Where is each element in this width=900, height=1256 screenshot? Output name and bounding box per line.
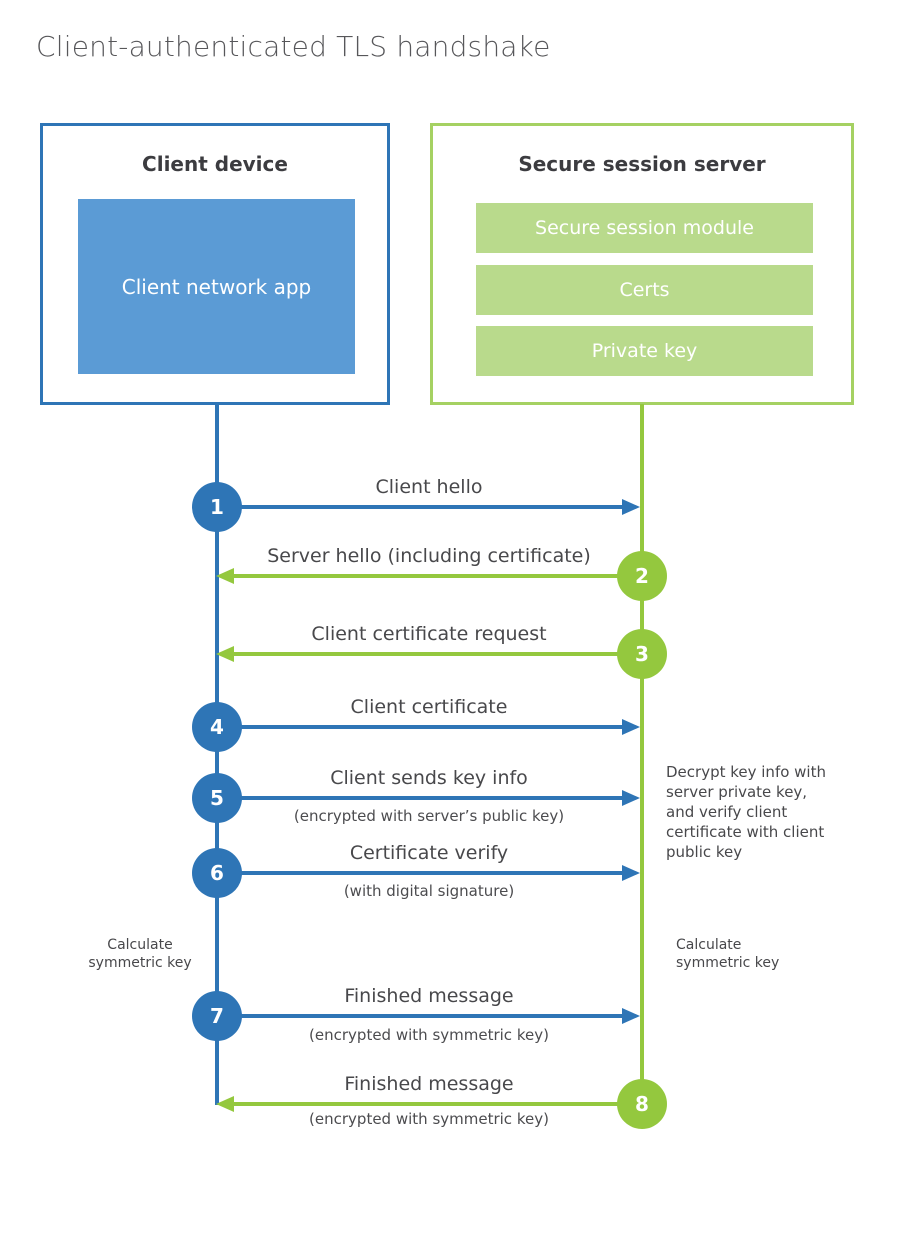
page-title: Client-authenticated TLS handshake bbox=[36, 30, 551, 63]
arrow-shaft bbox=[233, 652, 642, 656]
message-label: Client certificate bbox=[350, 696, 508, 718]
step-number: 6 bbox=[210, 861, 224, 885]
step-circle-4: 4 bbox=[192, 702, 242, 752]
arrow-left-icon bbox=[216, 1096, 234, 1112]
server-module-certs: Certs bbox=[476, 265, 813, 315]
note-calculate-symmetric-key-server: Calculate symmetric key bbox=[676, 937, 780, 971]
message-label: Finished message bbox=[344, 985, 514, 1007]
step-circle-2: 2 bbox=[617, 551, 667, 601]
secure-session-server-box: Secure session server Secure session mod… bbox=[430, 123, 854, 405]
client-network-app-label: Client network app bbox=[121, 274, 312, 299]
arrow-shaft bbox=[217, 505, 625, 509]
arrow-right-icon bbox=[622, 1008, 640, 1024]
step-number: 4 bbox=[210, 715, 224, 739]
server-module-private-key: Private key bbox=[476, 326, 813, 376]
message-sublabel: (encrypted with symmetric key) bbox=[309, 1110, 549, 1128]
message-label: Finished message bbox=[344, 1073, 514, 1095]
step-number: 8 bbox=[635, 1092, 649, 1116]
step-number: 1 bbox=[210, 495, 224, 519]
server-module-secure-session: Secure session module bbox=[476, 203, 813, 253]
message-label: Client sends key info bbox=[330, 767, 528, 789]
arrow-right-icon bbox=[622, 499, 640, 515]
message-label: Client hello bbox=[375, 476, 483, 498]
client-device-box: Client device Client network app bbox=[40, 123, 390, 405]
message-label: Client certificate request bbox=[311, 623, 547, 645]
step-circle-5: 5 bbox=[192, 773, 242, 823]
step-number: 7 bbox=[210, 1004, 224, 1028]
arrow-shaft bbox=[233, 574, 642, 578]
step-circle-1: 1 bbox=[192, 482, 242, 532]
client-network-app-box: Client network app bbox=[78, 199, 355, 374]
message-sublabel: (encrypted with server’s public key) bbox=[293, 807, 565, 825]
arrow-right-icon bbox=[622, 790, 640, 806]
arrow-shaft bbox=[217, 871, 625, 875]
arrow-right-icon bbox=[622, 865, 640, 881]
step-number: 5 bbox=[210, 786, 224, 810]
step-number: 2 bbox=[635, 564, 649, 588]
arrow-shaft bbox=[217, 796, 625, 800]
server-lifeline bbox=[640, 404, 644, 1105]
step-circle-6: 6 bbox=[192, 848, 242, 898]
message-sublabel: (with digital signature) bbox=[343, 882, 515, 900]
arrow-right-icon bbox=[622, 719, 640, 735]
step-circle-8: 8 bbox=[617, 1079, 667, 1129]
arrow-shaft bbox=[217, 725, 625, 729]
message-label: Server hello (including certificate) bbox=[267, 545, 591, 567]
step-circle-7: 7 bbox=[192, 991, 242, 1041]
secure-session-server-title: Secure session server bbox=[518, 152, 766, 176]
arrow-left-icon bbox=[216, 568, 234, 584]
step-number: 3 bbox=[635, 642, 649, 666]
arrow-shaft bbox=[233, 1102, 642, 1106]
note-calculate-symmetric-key-client: Calculate symmetric key bbox=[88, 937, 192, 971]
message-sublabel: (encrypted with symmetric key) bbox=[309, 1026, 549, 1044]
message-label: Certificate verify bbox=[349, 842, 509, 864]
note-decrypt-key-info: Decrypt key info with server private key… bbox=[666, 763, 826, 861]
arrow-shaft bbox=[217, 1014, 625, 1018]
client-lifeline bbox=[215, 404, 219, 1105]
step-circle-3: 3 bbox=[617, 629, 667, 679]
client-device-title: Client device bbox=[142, 152, 288, 176]
arrow-left-icon bbox=[216, 646, 234, 662]
